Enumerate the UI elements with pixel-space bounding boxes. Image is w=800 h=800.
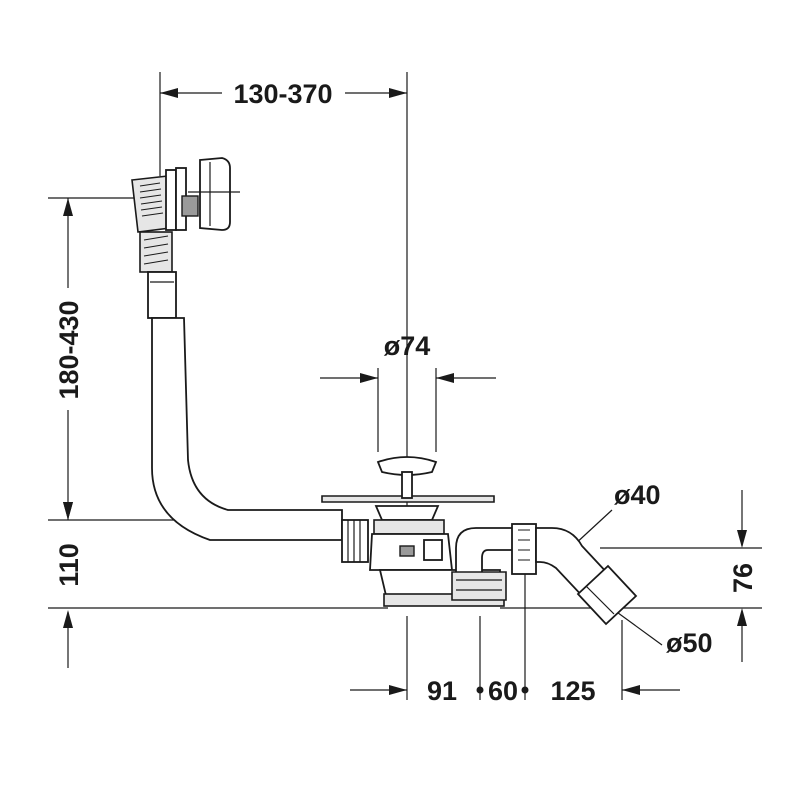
- dim-label-right-vertical: 76: [728, 563, 758, 593]
- dimension-right-vertical: [737, 490, 747, 662]
- hose-connector: [341, 519, 369, 563]
- bath-floor-plate: [321, 495, 495, 503]
- dim-label-bottom-a: 91: [427, 676, 457, 706]
- overflow-head: [131, 157, 240, 319]
- drain-plug: [376, 456, 438, 499]
- dimension-top: [160, 88, 407, 98]
- dimension-drain: [320, 373, 496, 383]
- dimension-bottom: [350, 685, 680, 695]
- dim-label-drain: ø74: [384, 331, 431, 361]
- dim-label-left-lower: 110: [54, 543, 84, 587]
- overflow-hose: [151, 317, 343, 541]
- dim-label-bottom-c: 125: [550, 676, 595, 706]
- dim-label-top: 130-370: [233, 79, 332, 109]
- dim-label-left-vertical: 180-430: [54, 300, 84, 399]
- dimension-left-lower: [63, 502, 73, 668]
- outlet-trap: [451, 523, 638, 626]
- dim-label-d40: ø40: [614, 480, 661, 510]
- dim-label-bottom-b: 60: [488, 676, 518, 706]
- dim-label-d50: ø50: [666, 628, 713, 658]
- leader-line-d50: [613, 609, 663, 646]
